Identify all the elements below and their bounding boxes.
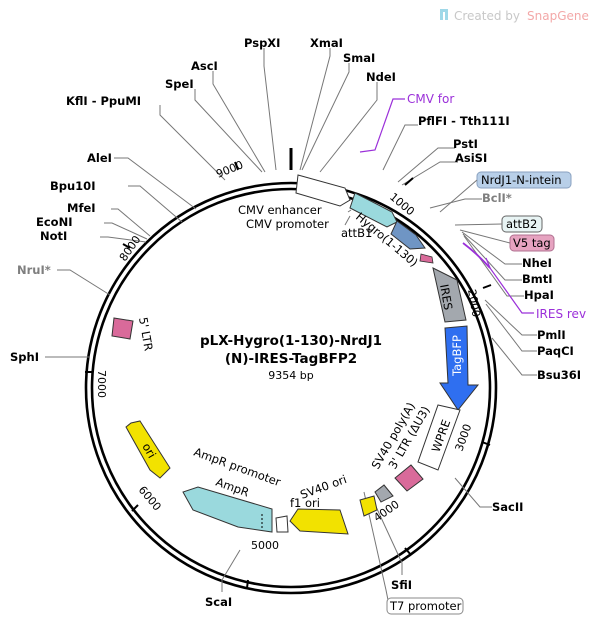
sv40-polya-block (374, 484, 394, 503)
label-cmv-enhancer[interactable]: CMV enhancer (238, 203, 322, 217)
tick-6000: 6000 (136, 484, 164, 514)
site-kfli[interactable]: KflI - PpuMI (66, 94, 141, 108)
site-paqci[interactable]: PaqCI (537, 344, 574, 358)
tick-7000: 7000 (95, 370, 108, 398)
site-ndei[interactable]: NdeI (366, 70, 396, 84)
backbone-outer-circle (84, 181, 498, 595)
primer-ires-rev[interactable]: IRES rev (536, 307, 586, 321)
site-smai[interactable]: SmaI (343, 51, 375, 65)
label-ires[interactable]: IRES (437, 283, 455, 311)
site-bpu10i[interactable]: Bpu10I (50, 179, 95, 193)
t7-label-box (386, 597, 464, 615)
label-ltr5[interactable]: 5' LTR (136, 316, 156, 352)
site-asci[interactable]: AscI (191, 59, 218, 73)
site-bsu36i[interactable]: Bsu36I (537, 368, 581, 382)
tick-3000: 3000 (453, 422, 475, 453)
tick-2000: 2000 (465, 288, 483, 318)
label-tagbfp[interactable]: TagBFP (450, 335, 464, 377)
nrdj1-arrow (390, 220, 426, 250)
site-scai[interactable]: ScaI (205, 595, 232, 609)
sv40-ori-block (359, 495, 378, 517)
site-bcli[interactable]: BclI* (482, 191, 512, 205)
feature-leaders (344, 209, 352, 226)
backbone-inner-circle (90, 187, 492, 589)
site-leaders (45, 48, 537, 601)
site-xmai[interactable]: XmaI (310, 36, 343, 50)
plasmid-name-line2: (N)-IRES-TagBFP2 (225, 351, 357, 367)
v5-leader (459, 229, 511, 244)
site-sphi[interactable]: SphI (10, 350, 39, 364)
tick-marks (85, 161, 492, 589)
tick-4000: 4000 (371, 498, 401, 525)
label-v5[interactable]: V5 tag (513, 236, 551, 250)
attb2-leader (454, 223, 503, 226)
site-nrui[interactable]: NruI* (17, 263, 51, 277)
plasmid-length: 9354 bp (268, 369, 313, 382)
features (111, 174, 480, 535)
watermark-brand: SnapGene (527, 9, 589, 23)
site-spei[interactable]: SpeI (165, 77, 194, 91)
hygro-arrow (349, 192, 398, 228)
site-alei[interactable]: AleI (87, 151, 112, 165)
site-psti[interactable]: PstI (453, 137, 478, 151)
site-asisi[interactable]: AsiSI (455, 151, 487, 165)
label-ori[interactable]: ori (139, 441, 159, 461)
ori-arrow (125, 420, 171, 479)
tick-9000: 9000 (214, 158, 245, 181)
ampr-arrow (182, 486, 273, 533)
f1-ori-arrow (289, 508, 349, 535)
cmv-arrow (295, 174, 351, 207)
label-t7[interactable]: T7 promoter (389, 599, 462, 613)
watermark-prefix: Created by (454, 9, 520, 23)
site-bmti[interactable]: BmtI (522, 272, 553, 286)
primer-leaders (359, 98, 534, 314)
attb2-v5-block (419, 253, 434, 264)
site-mfei[interactable]: MfeI (67, 201, 96, 215)
label-cmv-promoter[interactable]: CMV promoter (246, 217, 329, 231)
site-hpai[interactable]: HpaI (524, 288, 554, 302)
label-attb1[interactable]: attB1 (341, 226, 372, 240)
primer-cmv-for[interactable]: CMV for (407, 92, 454, 106)
site-nhei[interactable]: NheI (522, 256, 552, 270)
label-f1-ori[interactable]: f1 ori (290, 496, 320, 510)
site-sacii[interactable]: SacII (492, 500, 523, 514)
plasmid-name-line1: pLX-Hygro(1-130)-NrdJ1 (200, 333, 382, 349)
label-attb2[interactable]: attB2 (506, 217, 537, 231)
label-nrdj1[interactable]: NrdJ1-N-intein (481, 173, 562, 187)
site-pflfi[interactable]: PflFI - Tth111I (418, 114, 510, 128)
snapgene-logo-icon (440, 9, 448, 20)
site-noti[interactable]: NotI (40, 229, 67, 243)
ires-block (432, 267, 467, 323)
tagbfp-arrow (439, 325, 480, 411)
ltr3-block (394, 464, 424, 492)
tick-5000: 5000 (251, 539, 279, 552)
site-sfii[interactable]: SfiI (391, 578, 412, 592)
ltr5-block (111, 317, 134, 340)
nrdj1-leader (439, 179, 478, 213)
wpre-block (417, 404, 461, 471)
site-econi[interactable]: EcoNI (36, 215, 72, 229)
ampr-promoter-tail (275, 515, 289, 533)
site-pspxi[interactable]: PspXI (244, 36, 280, 50)
site-pmli[interactable]: PmlI (537, 328, 566, 342)
